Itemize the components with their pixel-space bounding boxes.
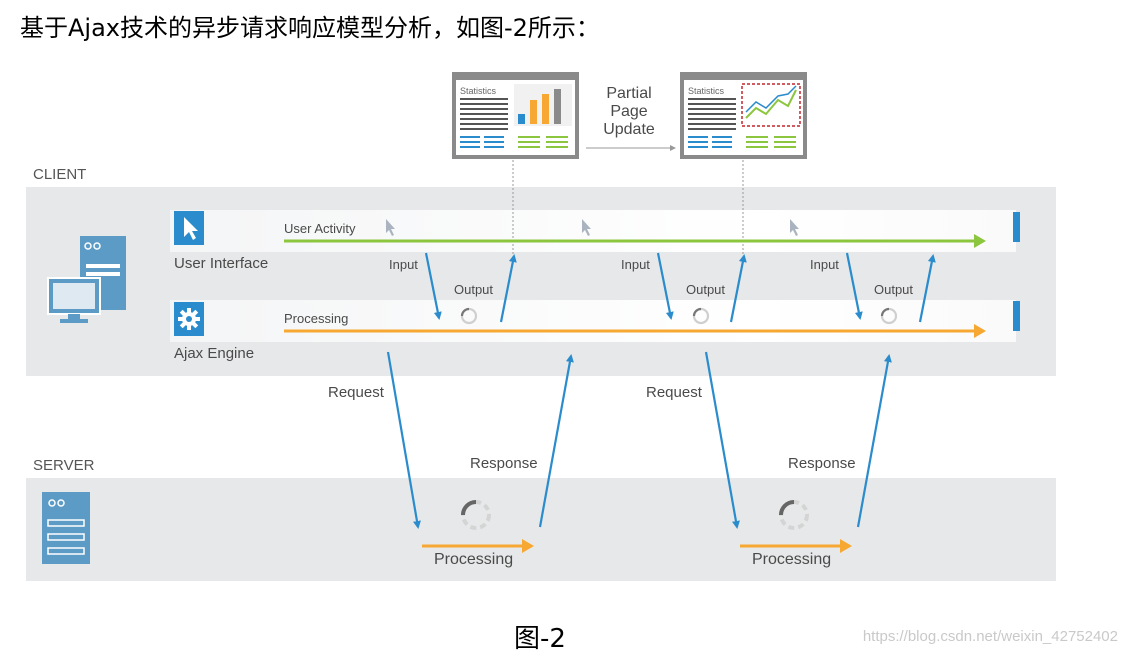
- output-label-2: Output: [686, 282, 726, 297]
- response-arrow-2: [856, 354, 892, 528]
- server-band: [26, 478, 1056, 581]
- response-label-1: Response: [470, 455, 538, 472]
- screen-before: Statistics: [452, 72, 579, 159]
- input-label-1: Input: [389, 257, 418, 272]
- cursor-mark-3: [790, 219, 799, 236]
- response-label-2: Response: [788, 455, 856, 472]
- partial-update-line-2: Page: [610, 103, 648, 120]
- screen-after: Statistics: [680, 72, 807, 159]
- spinner-large-1: [461, 500, 491, 530]
- server-processing-label-1: Processing: [434, 551, 514, 568]
- input-label-3: Input: [810, 257, 839, 272]
- user-activity-label: User Activity: [284, 221, 356, 236]
- cursor-mark-1: [386, 219, 395, 236]
- intro-heading: 基于Ajax技术的异步请求响应模型分析，如图-2所示：: [20, 14, 600, 42]
- request-label-1: Request: [328, 384, 384, 401]
- output-arrow-2: [729, 254, 747, 323]
- partial-update-line-1: Partial: [606, 85, 652, 102]
- partial-update-line-3: Update: [603, 121, 655, 138]
- cursor-icon: [174, 211, 204, 245]
- output-arrow-1: [499, 254, 517, 323]
- request-label-2: Request: [646, 384, 702, 401]
- spinner-large-2: [779, 500, 809, 530]
- client-computer-icon: [47, 236, 126, 323]
- server-section-label: SERVER: [33, 457, 95, 474]
- ui-lane-end-marker: [1013, 212, 1020, 242]
- engine-processing-label: Processing: [284, 311, 349, 326]
- output-label-3: Output: [874, 282, 914, 297]
- output-label-1: Output: [454, 282, 494, 297]
- figure-caption: 图-2: [514, 624, 566, 654]
- input-arrow-3: [845, 252, 863, 320]
- spinner-small-3: [880, 307, 898, 325]
- server-icon: [42, 492, 90, 564]
- user-interface-label: User Interface: [174, 255, 269, 272]
- engine-lane-end-marker: [1013, 301, 1020, 331]
- ui-lane: [170, 210, 1016, 252]
- screen-after-title: Statistics: [688, 86, 725, 96]
- input-arrow-1: [424, 252, 442, 320]
- gear-icon: [174, 302, 204, 336]
- response-arrow-1: [538, 354, 574, 528]
- spinner-small-2: [692, 307, 710, 325]
- cursor-mark-2: [582, 219, 591, 236]
- request-arrow-2: [704, 351, 740, 529]
- output-arrow-3: [918, 254, 936, 323]
- client-section-label: CLIENT: [33, 166, 87, 183]
- spinner-small-1: [460, 307, 478, 325]
- watermark: https://blog.csdn.net/weixin_42752402: [862, 628, 1118, 645]
- server-processing-label-2: Processing: [752, 551, 832, 568]
- request-arrow-1: [386, 351, 421, 529]
- input-label-2: Input: [621, 257, 650, 272]
- engine-lane: [170, 300, 1016, 342]
- screen-before-title: Statistics: [460, 86, 497, 96]
- ajax-engine-label: Ajax Engine: [174, 345, 255, 362]
- input-arrow-2: [656, 252, 674, 320]
